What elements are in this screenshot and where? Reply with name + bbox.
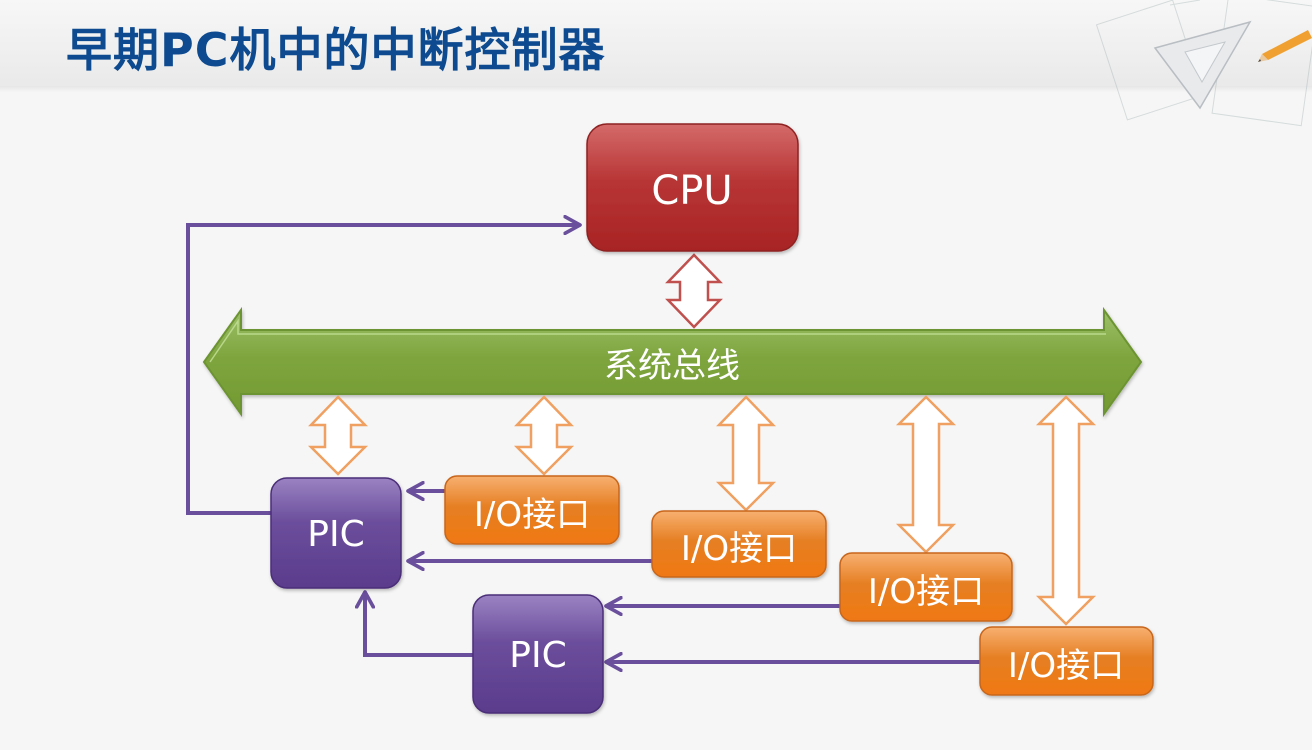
pic-master-label: PIC: [307, 514, 364, 555]
bus-io4-double-arrow: [1035, 395, 1097, 626]
system-bus-label: 系统总线: [604, 346, 740, 386]
io-interface-1-box[interactable]: [444, 475, 620, 545]
io-interface-3-label: I/O接口: [868, 572, 984, 612]
header-divider: [0, 86, 1312, 92]
system-bus: [202, 306, 1143, 418]
pencil-icon: [1258, 30, 1312, 62]
io-interface-2-box[interactable]: [651, 510, 827, 578]
slide-header: [0, 0, 1312, 88]
slide-title: 早期PC机中的中断控制器: [66, 23, 606, 77]
drafting-tools-decoration: [1095, 0, 1312, 127]
bus-io1-double-arrow: [513, 395, 575, 476]
io-interface-2-label: I/O接口: [681, 529, 797, 569]
slave-pic-cascade-line: [365, 592, 474, 657]
cpu-label: CPU: [651, 168, 732, 214]
pic-slave-box[interactable]: [472, 594, 604, 714]
bus-io2-double-arrow: [715, 395, 777, 512]
pic-slave-label: PIC: [509, 635, 566, 676]
io-interface-4-label: I/O接口: [1008, 646, 1124, 686]
cpu-bus-double-arrow: [665, 253, 723, 329]
io-interface-1-label: I/O接口: [474, 495, 590, 535]
io-interface-4-box[interactable]: [979, 626, 1154, 696]
bus-io3-double-arrow: [895, 395, 957, 554]
cpu-box[interactable]: [586, 123, 799, 252]
io-interface-3-box[interactable]: [839, 552, 1013, 622]
pic-master-box[interactable]: [270, 477, 402, 589]
pic-to-cpu-int-line: [186, 225, 580, 515]
bus-pic-double-arrow: [307, 395, 369, 476]
